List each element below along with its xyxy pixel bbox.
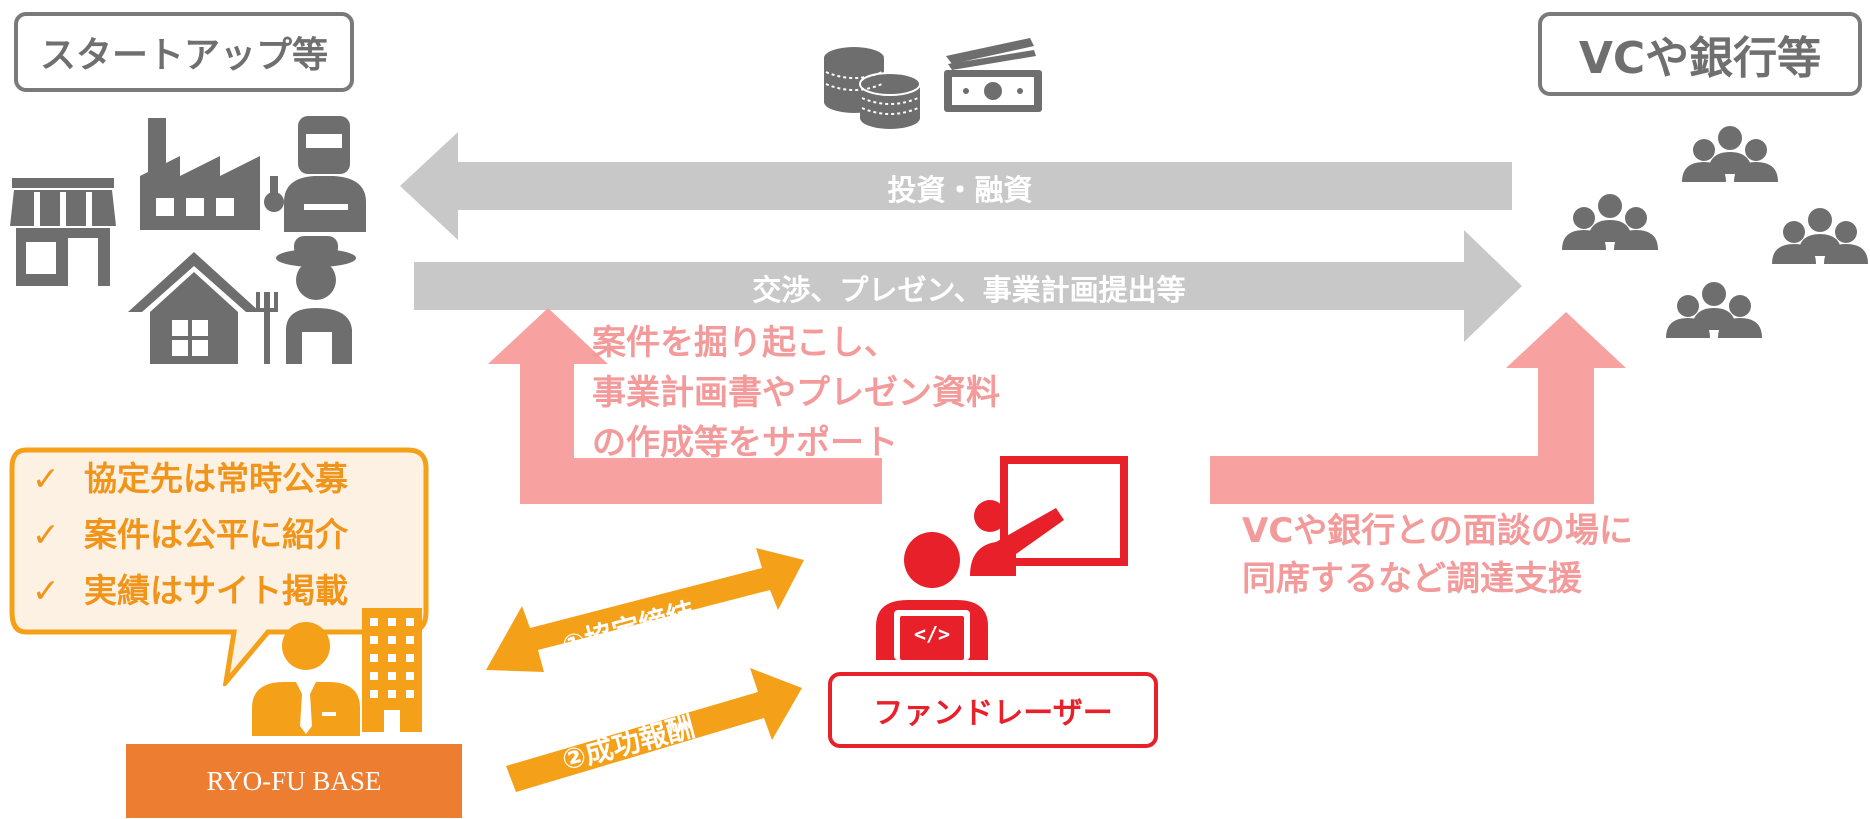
support-right-line-1: VCや銀行との面談の場に xyxy=(1242,511,1633,551)
building-icon xyxy=(362,608,422,732)
support-left-line-1: 案件を掘り起こし、 xyxy=(592,323,898,363)
startup-label: スタートアップ等 xyxy=(14,12,354,92)
bubble-check-3: ✓ xyxy=(32,571,60,610)
bubble-check-2: ✓ xyxy=(32,515,60,554)
negotiate-arrow xyxy=(414,230,1522,342)
bubble-line-3: 実績はサイト掲載 xyxy=(84,571,348,610)
factory-icon xyxy=(140,118,260,230)
support-arrow-left xyxy=(488,308,882,504)
support-left-line-2: 事業計画書やプレゼン資料 xyxy=(592,373,1000,413)
house-icon xyxy=(128,252,260,364)
bubble-check-1: ✓ xyxy=(32,459,60,498)
success-fee-arrow xyxy=(506,668,802,792)
invest-arrow-label: 投資・融資 xyxy=(887,173,1033,207)
support-right-line-2: 同席するなど調達支援 xyxy=(1242,559,1582,599)
invest-arrow xyxy=(400,132,1512,240)
bubble-line-2: 案件は公平に紹介 xyxy=(84,515,348,554)
businessman-icon xyxy=(252,622,360,736)
code-icon: </> xyxy=(913,622,951,646)
bubble-line-1: 協定先は常時公募 xyxy=(84,459,348,498)
fundraiser-label: ファンドレーザー xyxy=(828,672,1158,748)
speech-bubble xyxy=(9,447,429,686)
shop-icon xyxy=(10,178,116,286)
fundraiser-person-icon xyxy=(876,532,988,660)
negotiate-arrow-label: 交渉、プレゼン、事業計画提出等 xyxy=(752,273,1186,307)
farmer-icon xyxy=(256,236,356,364)
welder-icon xyxy=(264,116,366,232)
support-left-line-3: の作成等をサポート xyxy=(592,423,898,463)
support-arrow-right xyxy=(1210,312,1626,504)
agreement-arrow xyxy=(486,548,804,672)
banknote-icon xyxy=(944,38,1042,112)
coins-icon xyxy=(824,47,921,129)
vc-bank-label: VCや銀行等 xyxy=(1538,12,1862,96)
presentation-board-icon xyxy=(970,456,1128,576)
ryo-fu-base-label: RYO-FU BASE xyxy=(126,744,462,818)
